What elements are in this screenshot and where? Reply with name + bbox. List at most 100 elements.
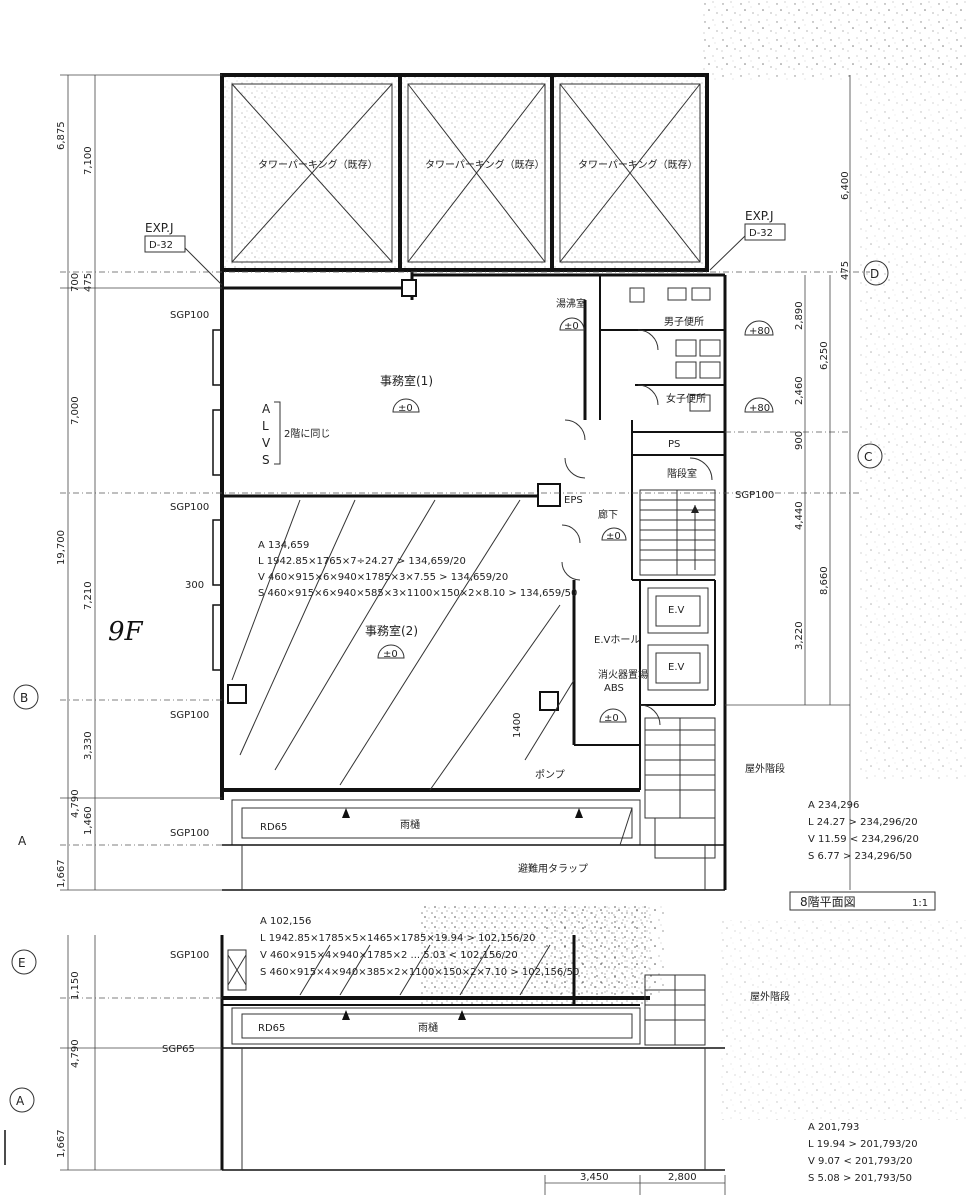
svg-text:±0: ±0 (564, 321, 579, 332)
dim-right-3220: 3,220 (794, 621, 805, 650)
dim-left-19700: 19,700 (56, 530, 67, 565)
rain-pipe-label-lower: 雨樋 (418, 1021, 438, 1034)
extinguisher-label: 消火器置場 (598, 668, 648, 681)
dim-right-2890: 2,890 (794, 301, 805, 330)
svg-text:EXP.J: EXP.J (745, 209, 774, 223)
rd65a-label-upper: RD65 (260, 822, 287, 833)
extinguisher-code: ABS (604, 683, 624, 694)
rd65a-label-lower: RD65 (258, 1023, 285, 1034)
dim-1400: 1400 (512, 713, 523, 738)
dim-left-6875: 6,875 (56, 121, 67, 150)
alvs-s: S (262, 453, 270, 467)
calc-floor-l: L 24.27 > 234,296/20 (808, 817, 918, 828)
tower-parking-block (220, 73, 709, 272)
svg-text:±0: ±0 (606, 531, 621, 542)
svg-text:±0: ±0 (604, 713, 619, 724)
svg-text:±0: ±0 (398, 403, 413, 414)
drawing-title: 8階平面図 1:1 (789, 891, 936, 911)
elevator-1-label: E.V (668, 605, 684, 616)
calc-lower-l: L 1942.85×1785×5×1465×1785×19.94 > 102,1… (260, 933, 536, 944)
level-mark-ev-hall: ±0 (599, 708, 627, 724)
dim-left-4790: 4,790 (70, 789, 81, 818)
dim-left-1667-lower: 1,667 (56, 1129, 67, 1158)
calc-bottom-a: A 201,793 (808, 1122, 859, 1133)
calc-lower-a: A 102,156 (260, 916, 311, 927)
calc-office2-v: V 460×915×6×940×1785×3×7.55 > 134,659/20 (258, 572, 508, 583)
handwritten-floor-9f: 9F (108, 617, 144, 647)
office-1-label: 事務室(1) (380, 373, 433, 388)
rain-pipe-label-upper: 雨樋 (400, 818, 420, 831)
dim-right-475: 475 (840, 261, 851, 280)
calc-lower-s: S 460×915×4×940×385×2×1100×150×2×7.10 > … (260, 967, 579, 978)
sgp65a-lower: SGP65 (162, 1044, 195, 1055)
svg-text:+80: +80 (749, 326, 770, 337)
svg-text:D-32: D-32 (749, 228, 773, 239)
sgp100a-5: SGP100 (170, 950, 209, 961)
calc-bottom-l: L 19.94 > 201,793/20 (808, 1139, 918, 1150)
dim-left-1460: 1,460 (83, 806, 94, 835)
tower-parking-label-1: タワーパーキング（既存） (258, 158, 378, 171)
svg-text:±0: ±0 (383, 649, 398, 660)
office-2-label: 事務室(2) (365, 623, 418, 638)
stair-core (639, 489, 716, 576)
dim-right-6250: 6,250 (819, 341, 830, 370)
dim-bottom-3450: 3,450 (580, 1172, 609, 1183)
dim-right-900: 900 (794, 431, 805, 450)
svg-text:B: B (20, 691, 28, 705)
dim-left-3330: 3,330 (83, 731, 94, 760)
tower-parking-label-2: タワーパーキング（既存） (425, 158, 545, 171)
mens-wc-label: 男子便所 (664, 315, 704, 328)
calc-office2-l: L 1942.85×1765×7÷24.27 > 134,659/20 (258, 556, 466, 567)
svg-text:EXP.J: EXP.J (145, 221, 174, 235)
svg-text:D-32: D-32 (149, 240, 173, 251)
alvs-a: A (262, 402, 271, 416)
svg-text:1:1: 1:1 (912, 898, 928, 909)
dim-left-7100: 7,100 (83, 146, 94, 175)
exp-joint-right: EXP.J D-32 (709, 209, 786, 271)
dim-left-300: 300 (185, 580, 204, 591)
level-mark-office-2: ±0 (377, 644, 405, 660)
dim-right-8660: 8,660 (819, 566, 830, 595)
level-mark-office-1: ±0 (392, 398, 420, 414)
dim-left-7210: 7,210 (83, 581, 94, 610)
dim-right-2460: 2,460 (794, 376, 805, 405)
dim-right-4440: 4,440 (794, 501, 805, 530)
tower-parking-label-3: タワーパーキング（既存） (578, 158, 698, 171)
calc-floor-s: S 6.77 > 234,296/50 (808, 851, 912, 862)
alvs-v: V (262, 436, 271, 450)
eps-label: EPS (564, 495, 583, 506)
dim-left-4790-lower: 4,790 (70, 1039, 81, 1068)
door-swings (561, 329, 713, 726)
office-2-hatch (231, 499, 575, 791)
dim-left-475: 475 (83, 273, 94, 292)
stair-room-label: 階段室 (667, 467, 697, 480)
outside-stair-label-upper: 屋外階段 (745, 762, 785, 775)
pantry-label: 湯沸室 (556, 297, 586, 310)
dim-right-6400: 6,400 (840, 171, 851, 200)
calc-floor-a: A 234,296 (808, 800, 859, 811)
calc-bottom-v: V 9.07 < 201,793/20 (808, 1156, 912, 1167)
exp-joint-left: EXP.J D-32 (144, 221, 223, 286)
svg-text:8階平面図: 8階平面図 (800, 894, 856, 909)
calc-bottom-s: S 5.08 > 201,793/50 (808, 1173, 912, 1184)
level-mark-mens-wc: +80 (744, 320, 774, 337)
grid-bubble-e: E (11, 949, 37, 975)
grid-bubble-a: A (18, 834, 27, 848)
sgp100a-1: SGP100 (170, 310, 209, 321)
grid-bubble-b: B (13, 684, 39, 710)
grid-bubble-a2: A (9, 1087, 35, 1113)
sgp100a-3: SGP100 (170, 710, 209, 721)
calc-office2-a: A 134,659 (258, 540, 309, 551)
dim-left-700: 700 (70, 273, 81, 292)
wc-fixtures (629, 287, 721, 412)
sgp100a-right: SGP100 (735, 490, 774, 501)
ps-label: PS (668, 439, 680, 450)
dim-left-1150: 1,150 (70, 971, 81, 1000)
womens-wc-label: 女子便所 (666, 392, 706, 405)
elevator-shafts (647, 587, 709, 691)
same-as-2f-note: 2階に同じ (284, 428, 330, 440)
level-mark-womens-wc: +80 (744, 397, 774, 414)
alvs-l: L (262, 419, 269, 433)
sgp100a-2: SGP100 (170, 502, 209, 513)
